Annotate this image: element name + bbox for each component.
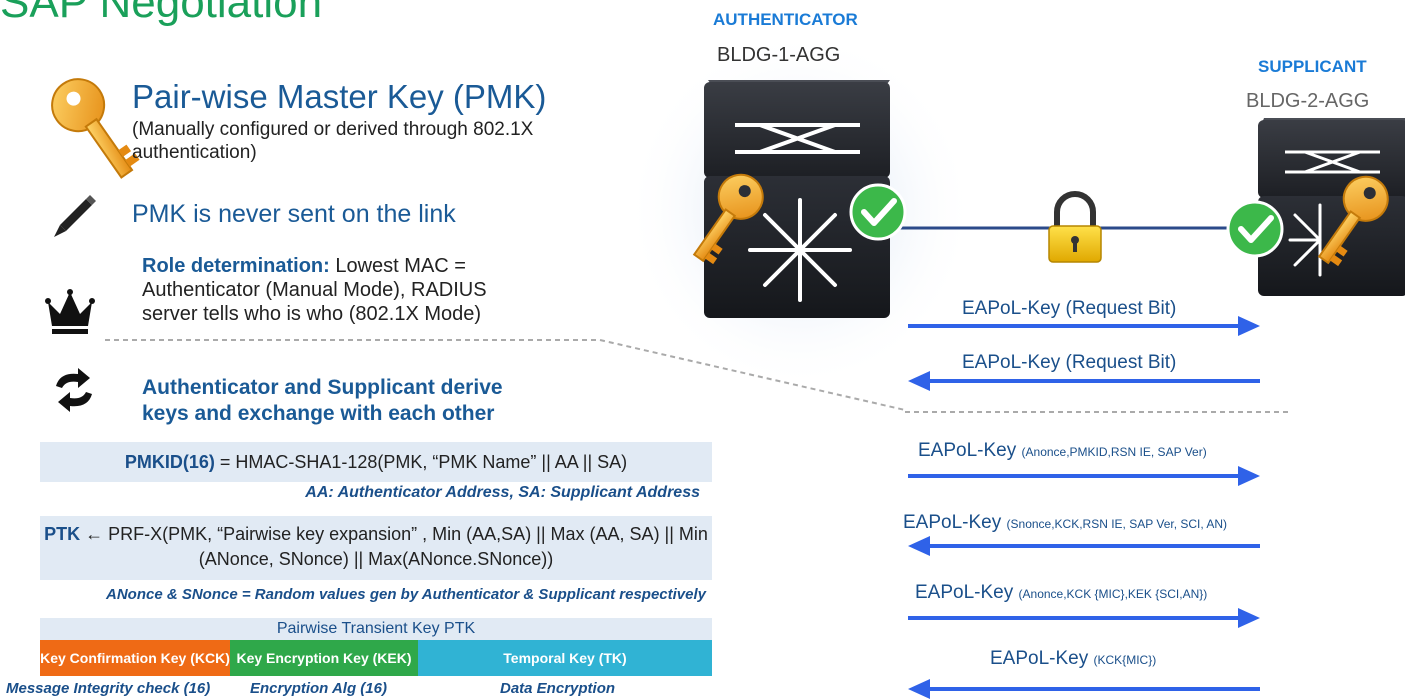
message-arrows bbox=[908, 316, 1260, 699]
role-determination-body: Lowest MAC = Authenticator (Manual Mode)… bbox=[142, 255, 487, 325]
message-label-6: EAPoL-Key (KCK{MIC}) bbox=[990, 648, 1156, 670]
nonce-note: ANonce & SNonce = Random values gen by A… bbox=[106, 586, 706, 603]
ptk-formula-box: PTK ← PRF-X(PMK, “Pairwise key expansion… bbox=[40, 516, 712, 580]
supplicant-label: SUPPLICANT bbox=[1258, 57, 1367, 76]
arrow-5-right bbox=[908, 608, 1260, 628]
authenticator-key-icon bbox=[692, 173, 764, 265]
pmkid-formula: = HMAC-SHA1-128(PMK, “PMK Name” || AA ||… bbox=[219, 452, 628, 472]
message-main: EAPoL-Key (Request Bit) bbox=[962, 298, 1177, 319]
kck-description: Message Integrity check (16) bbox=[6, 680, 211, 697]
role-determination-label: Role determination: bbox=[142, 255, 330, 277]
arrow-4-left bbox=[908, 536, 1260, 556]
authenticator-name: BLDG-1-AGG bbox=[717, 44, 841, 66]
pmkid-label: PMKID(16) bbox=[124, 452, 215, 472]
pmk-never-sent-text: PMK is never sent on the link bbox=[132, 200, 456, 228]
page-title: SAP Negotiation bbox=[0, 0, 323, 27]
sync-icon bbox=[56, 368, 92, 412]
message-detail: (Anonce,KCK {MIC},KEK {SCI,AN}) bbox=[1018, 587, 1208, 601]
authenticator-switch-icon bbox=[704, 80, 890, 318]
address-note: AA: Authenticator Address, SA: Supplican… bbox=[305, 484, 700, 501]
message-detail: (Anonce,PMKID,RSN IE, SAP Ver) bbox=[1021, 445, 1207, 459]
arrow-3-right bbox=[908, 466, 1260, 486]
message-main: EAPoL-Key bbox=[918, 440, 1017, 461]
pmk-subtitle: (Manually configured or derived through … bbox=[132, 119, 534, 163]
message-label-2: EAPoL-Key (Request Bit) bbox=[962, 352, 1176, 374]
ptk-label: PTK bbox=[44, 524, 81, 544]
separator-line-left bbox=[105, 339, 906, 411]
supplicant-key-icon bbox=[1317, 175, 1389, 267]
message-main: EAPoL-Key bbox=[903, 512, 1002, 533]
kek-segment: Key Encryption Key (KEK) bbox=[230, 640, 418, 676]
message-label-5: EAPoL-Key (Anonce,KCK {MIC},KEK {SCI,AN}… bbox=[915, 582, 1207, 604]
ptk-formula: ← PRF-X(PMK, “Pairwise key expansion” , … bbox=[85, 524, 708, 569]
pencil-icon bbox=[54, 195, 96, 237]
arrow-1-right bbox=[908, 316, 1260, 336]
authenticator-label: AUTHENTICATOR bbox=[713, 10, 858, 29]
lock-icon bbox=[1048, 191, 1102, 263]
message-detail: (Snonce,KCK,RSN IE, SAP Ver, SCI, AN) bbox=[1006, 517, 1228, 531]
pmk-key-icon bbox=[51, 78, 140, 179]
crown-icon bbox=[45, 289, 95, 334]
kck-segment: Key Confirmation Key (KCK) bbox=[40, 640, 230, 676]
message-label-1: EAPoL-Key (Request Bit) bbox=[962, 298, 1176, 320]
derive-keys-text: Authenticator and Supplicant derive keys… bbox=[142, 376, 503, 425]
message-main: EAPoL-Key (Request Bit) bbox=[962, 352, 1177, 373]
message-main: EAPoL-Key bbox=[915, 582, 1014, 603]
message-main: EAPoL-Key bbox=[990, 648, 1089, 669]
pmk-heading: Pair-wise Master Key (PMK) bbox=[132, 78, 547, 115]
message-detail: (KCK{MIC}) bbox=[1093, 653, 1157, 667]
pmkid-formula-box: PMKID(16) = HMAC-SHA1-128(PMK, “PMK Name… bbox=[40, 442, 712, 482]
arrow-2-left bbox=[908, 371, 1260, 391]
supplicant-check-icon bbox=[1226, 200, 1284, 258]
ptk-bar-label: Pairwise Transient Key PTK bbox=[40, 618, 712, 640]
role-determination-text: Role determination: Lowest MAC = Authent… bbox=[142, 254, 522, 326]
arrow-6-left bbox=[908, 679, 1260, 699]
tk-description: Data Encryption bbox=[500, 680, 616, 697]
kek-description: Encryption Alg (16) bbox=[250, 680, 387, 697]
message-label-4: EAPoL-Key (Snonce,KCK,RSN IE, SAP Ver, S… bbox=[903, 512, 1227, 534]
supplicant-name: BLDG-2-AGG bbox=[1246, 90, 1370, 112]
message-label-3: EAPoL-Key (Anonce,PMKID,RSN IE, SAP Ver) bbox=[918, 440, 1207, 462]
authenticator-check-icon bbox=[849, 183, 907, 241]
tk-segment: Temporal Key (TK) bbox=[418, 640, 712, 676]
